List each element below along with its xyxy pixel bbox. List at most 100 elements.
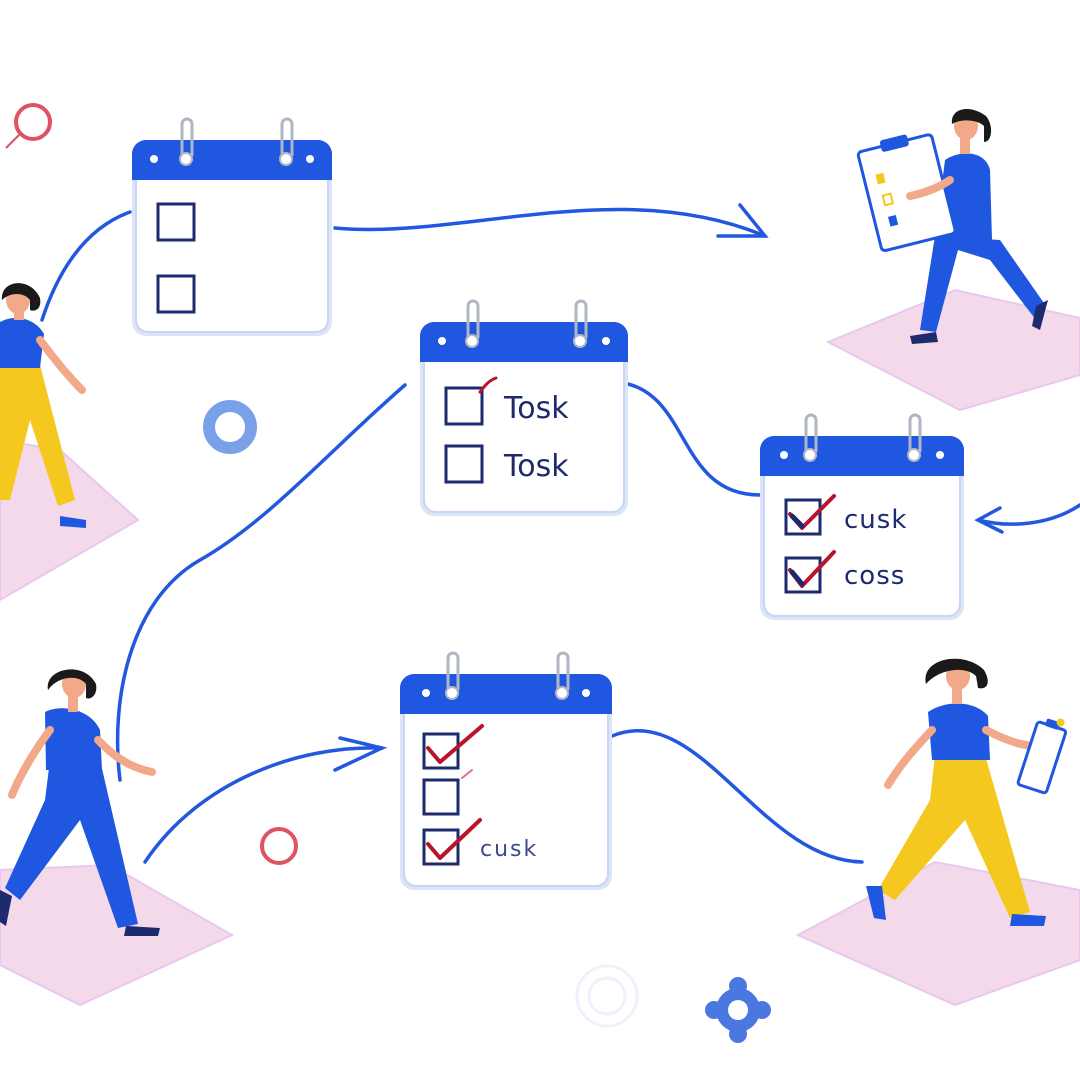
torso <box>0 318 44 368</box>
calendar-ring-icon <box>180 117 194 164</box>
calendar-hole-icon <box>555 686 569 700</box>
arm <box>884 726 936 789</box>
task-label: cusk <box>844 505 907 535</box>
connector-left-to-top-calendar <box>40 210 132 322</box>
calendar-card-right: cusk coss <box>760 413 964 620</box>
person-figure-bottom-right <box>866 658 1068 926</box>
calendar-card-top-left <box>132 117 332 336</box>
shoe-icon <box>866 886 886 920</box>
leg <box>0 365 75 506</box>
arm <box>94 736 156 776</box>
calendar-ring-icon <box>804 413 818 460</box>
task-label: coss <box>844 561 905 591</box>
calendar-ring-icon <box>556 651 570 698</box>
calendar-hole-icon <box>306 155 314 163</box>
checkbox-icon <box>422 732 460 770</box>
connector-bottom-left <box>143 746 384 864</box>
neck <box>960 136 970 154</box>
shoe-icon <box>1032 300 1048 330</box>
check-mark-icon <box>789 569 805 587</box>
leg <box>878 755 1030 918</box>
neck <box>68 696 78 712</box>
person-figure-bottom-left <box>0 669 160 936</box>
calendar-hole-icon <box>179 152 193 166</box>
checkbox-icon <box>422 828 460 866</box>
connector-right-edge <box>976 503 1080 526</box>
neck <box>952 686 962 704</box>
calendar-header <box>132 140 332 180</box>
checkbox-icon <box>444 444 484 484</box>
decorations <box>5 103 771 1043</box>
connector-top <box>333 207 767 238</box>
arrow-head-top <box>716 203 769 238</box>
checkbox-icon <box>784 498 822 536</box>
clipboard-icon <box>1016 718 1068 795</box>
platform-bottom-left <box>0 863 235 1007</box>
arm <box>36 336 86 394</box>
arrow-head-bottom <box>333 736 388 772</box>
checkbox-icon <box>156 274 196 314</box>
arrow-head-right <box>974 506 1004 534</box>
connector-bottom-right <box>610 728 864 864</box>
checkbox-icon <box>156 202 196 242</box>
shoe-icon <box>0 890 12 926</box>
calendar-hole-icon <box>602 337 610 345</box>
ring-icon <box>575 964 639 1028</box>
arm <box>982 726 1040 750</box>
shoe-icon <box>124 926 160 936</box>
torso <box>45 708 102 770</box>
arm <box>906 176 954 200</box>
torso <box>928 703 990 760</box>
calendar-card-bottom: cusk <box>400 651 612 890</box>
hair <box>951 109 992 142</box>
task-label: Tosk <box>503 449 569 484</box>
calendar-hole-icon <box>573 334 587 348</box>
check-mark-icon <box>789 513 805 529</box>
hair <box>925 658 988 689</box>
connector-center-to-right <box>626 382 762 497</box>
calendar-header <box>420 322 628 362</box>
calendar-hole-icon <box>465 334 479 348</box>
ring-icon <box>203 400 257 454</box>
calendar-hole-icon <box>438 337 446 345</box>
gear-icon <box>705 977 771 1043</box>
ring-icon <box>587 976 627 1016</box>
person-figure-middle-left <box>0 283 86 528</box>
clipboard-icon <box>856 133 957 252</box>
calendar-hole-icon <box>422 689 430 697</box>
calendar-ring-icon <box>280 117 294 164</box>
calendar-ring-icon <box>908 413 922 460</box>
calendar-header <box>760 436 964 476</box>
calendar-hole-icon <box>445 686 459 700</box>
checkbox-icon <box>422 778 460 816</box>
hair <box>47 669 97 699</box>
calendar-ring-icon <box>574 299 588 346</box>
shoe-icon <box>910 332 938 344</box>
calendar-hole-icon <box>279 152 293 166</box>
calendar-ring-icon <box>446 651 460 698</box>
platform-bottom-right <box>795 860 1080 1007</box>
calendar-hole-icon <box>150 155 158 163</box>
arm <box>8 726 54 799</box>
calendar-hole-icon <box>803 448 817 462</box>
calendar-hole-icon <box>936 451 944 459</box>
ring-tail <box>5 133 21 149</box>
calendar-hole-icon <box>582 689 590 697</box>
calendar-ring-icon <box>466 299 480 346</box>
check-mark-icon <box>461 769 473 779</box>
check-mark-icon <box>478 376 498 394</box>
check-mark-icon <box>426 818 482 860</box>
ring-icon <box>14 103 52 141</box>
person-figure-top-right <box>856 109 1048 344</box>
hair <box>1 283 41 311</box>
shoe-icon <box>60 516 86 528</box>
shoe-icon <box>1010 914 1046 926</box>
check-mark-icon <box>426 724 484 764</box>
ring-icon <box>260 827 298 865</box>
calendar-hole-icon <box>907 448 921 462</box>
connector-lines <box>40 203 1080 864</box>
checkbox-icon <box>444 386 484 426</box>
task-label: Tosk <box>503 391 569 426</box>
leg <box>920 236 1046 332</box>
